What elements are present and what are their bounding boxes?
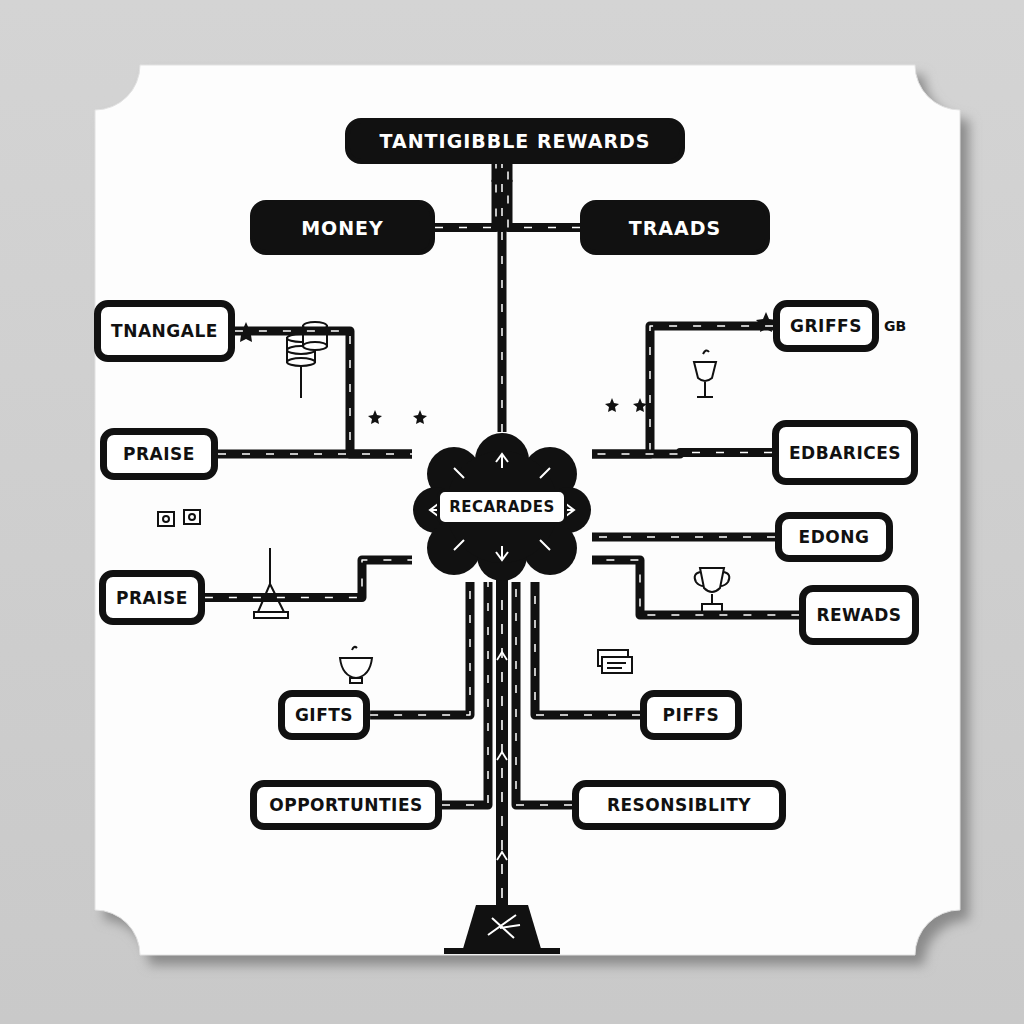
road-connector: [235, 331, 412, 454]
trophy-icon: [695, 568, 730, 612]
node-text: RESONSIBLITY: [607, 795, 751, 815]
node-text: PRAISE: [123, 444, 195, 464]
reward-box: TRAADS: [580, 200, 770, 255]
road-connector: [205, 560, 412, 598]
node-text: PIFFS: [663, 705, 720, 725]
reward-box: RESONSIBLITY: [572, 780, 786, 830]
trunk-base: [444, 905, 560, 954]
road-connector: [592, 537, 775, 538]
road-connector: [592, 560, 799, 615]
road-connector: [435, 164, 496, 228]
goblet-icon: [694, 350, 716, 397]
node-text: REWADS: [816, 605, 901, 625]
reward-box: EDBARICES: [772, 420, 918, 485]
node-text: GRIFFS: [790, 316, 862, 336]
ticket-icon: [598, 650, 632, 673]
node-text: TRAADS: [629, 217, 721, 239]
node-text: PRAISE: [116, 588, 188, 608]
reward-box: MONEY: [250, 200, 435, 255]
reward-box: OPPORTUNTIES: [250, 780, 442, 830]
cone-icon: [254, 548, 288, 618]
node-text: EDONG: [799, 527, 870, 547]
side-label: GB: [884, 318, 906, 334]
reward-box: GIFTS: [278, 690, 370, 740]
node-text: EDBARICES: [789, 443, 901, 463]
node-text: RECARADES: [437, 489, 567, 525]
trunk: [497, 578, 507, 915]
reward-box: GRIFFS: [773, 300, 879, 352]
road-connector: [535, 582, 640, 715]
reward-box: PRAISE: [99, 570, 205, 625]
road-connector: [508, 164, 580, 228]
node-text: GIFTS: [295, 705, 353, 725]
road-connector: [592, 453, 772, 455]
road-connector: [502, 164, 503, 432]
reward-box: EDONG: [775, 512, 893, 562]
road-connector: [516, 582, 572, 805]
node-text: TANTIGIBBLE REWARDS: [380, 130, 651, 152]
reward-box: REWADS: [799, 585, 918, 645]
road-connector: [218, 454, 412, 455]
reward-box: TNANGALE: [94, 300, 235, 362]
node-text: MONEY: [301, 217, 384, 239]
node-text: OPPORTUNTIES: [269, 795, 423, 815]
road-connector: [592, 326, 773, 454]
card: [95, 65, 960, 955]
reward-box: PIFFS: [640, 690, 742, 740]
center-cloud: RECARADES: [412, 432, 592, 582]
flag-icon: [158, 510, 200, 526]
title-box: TANTIGIBBLE REWARDS: [345, 118, 685, 164]
reward-box: PRAISE: [100, 428, 218, 480]
road-connector: [370, 582, 470, 715]
bowl-icon: [340, 647, 372, 683]
road-connector: [442, 582, 488, 805]
node-text: TNANGALE: [111, 321, 218, 341]
